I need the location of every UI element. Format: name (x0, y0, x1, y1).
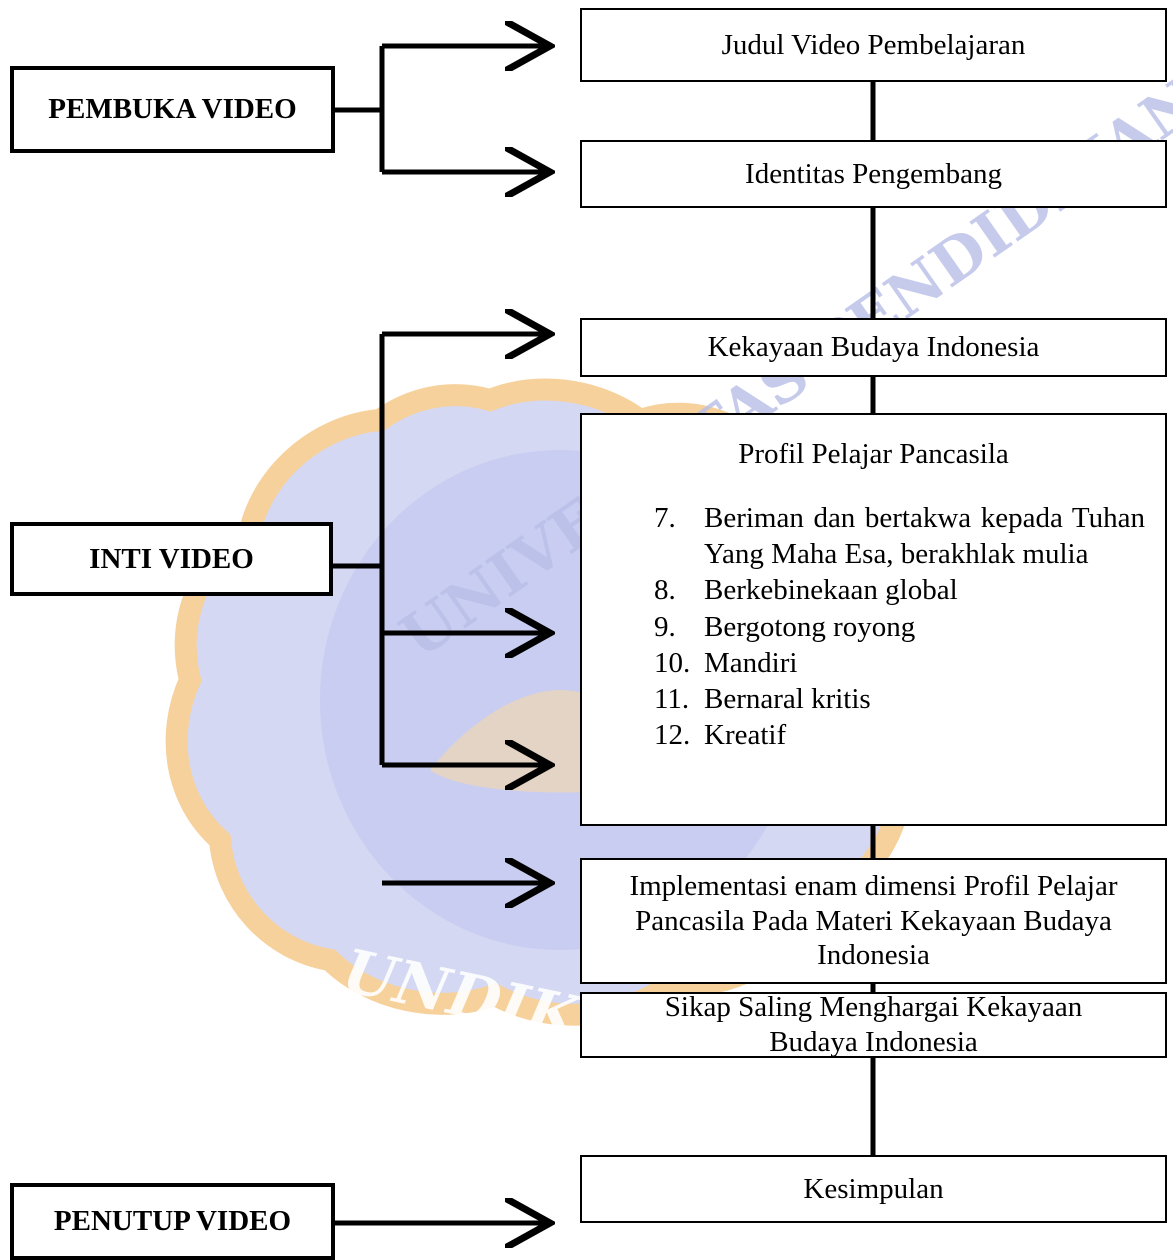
box-conclusion: Kesimpulan (580, 1155, 1167, 1223)
profil-title: Profil Pelajar Pancasila (738, 438, 1009, 470)
list-item: 10.Mandiri (654, 646, 798, 679)
box-profil: Profil Pelajar Pancasila 7.Beriman dan b… (580, 413, 1167, 826)
box-respect: Sikap Saling Menghargai Kekayaan Budaya … (580, 991, 1167, 1058)
label-closing: PENUTUP VIDEO (10, 1183, 335, 1260)
box-implementation: Implementasi enam dimensi Profil Pelajar… (580, 858, 1167, 984)
box-identity: Identitas Pengembang (580, 140, 1167, 208)
list-item: 12.Kreatif (654, 719, 787, 752)
label-core: INTI VIDEO (10, 522, 333, 596)
label-opening: PEMBUKA VIDEO (10, 66, 335, 153)
list-item: 11.Bernaral kritis (654, 683, 871, 716)
list-item: 8.Berkebinekaan global (654, 574, 958, 607)
box-culture: Kekayaan Budaya Indonesia (580, 318, 1167, 377)
profil-list: 7.Beriman dan bertakwa kepada Tuhan Yang… (602, 500, 1145, 754)
box-title: Judul Video Pembelajaran (580, 8, 1167, 82)
list-item: 9.Bergotong royong (654, 610, 916, 643)
list-item: 7.Beriman dan bertakwa kepada Tuhan Yang… (654, 501, 1145, 571)
